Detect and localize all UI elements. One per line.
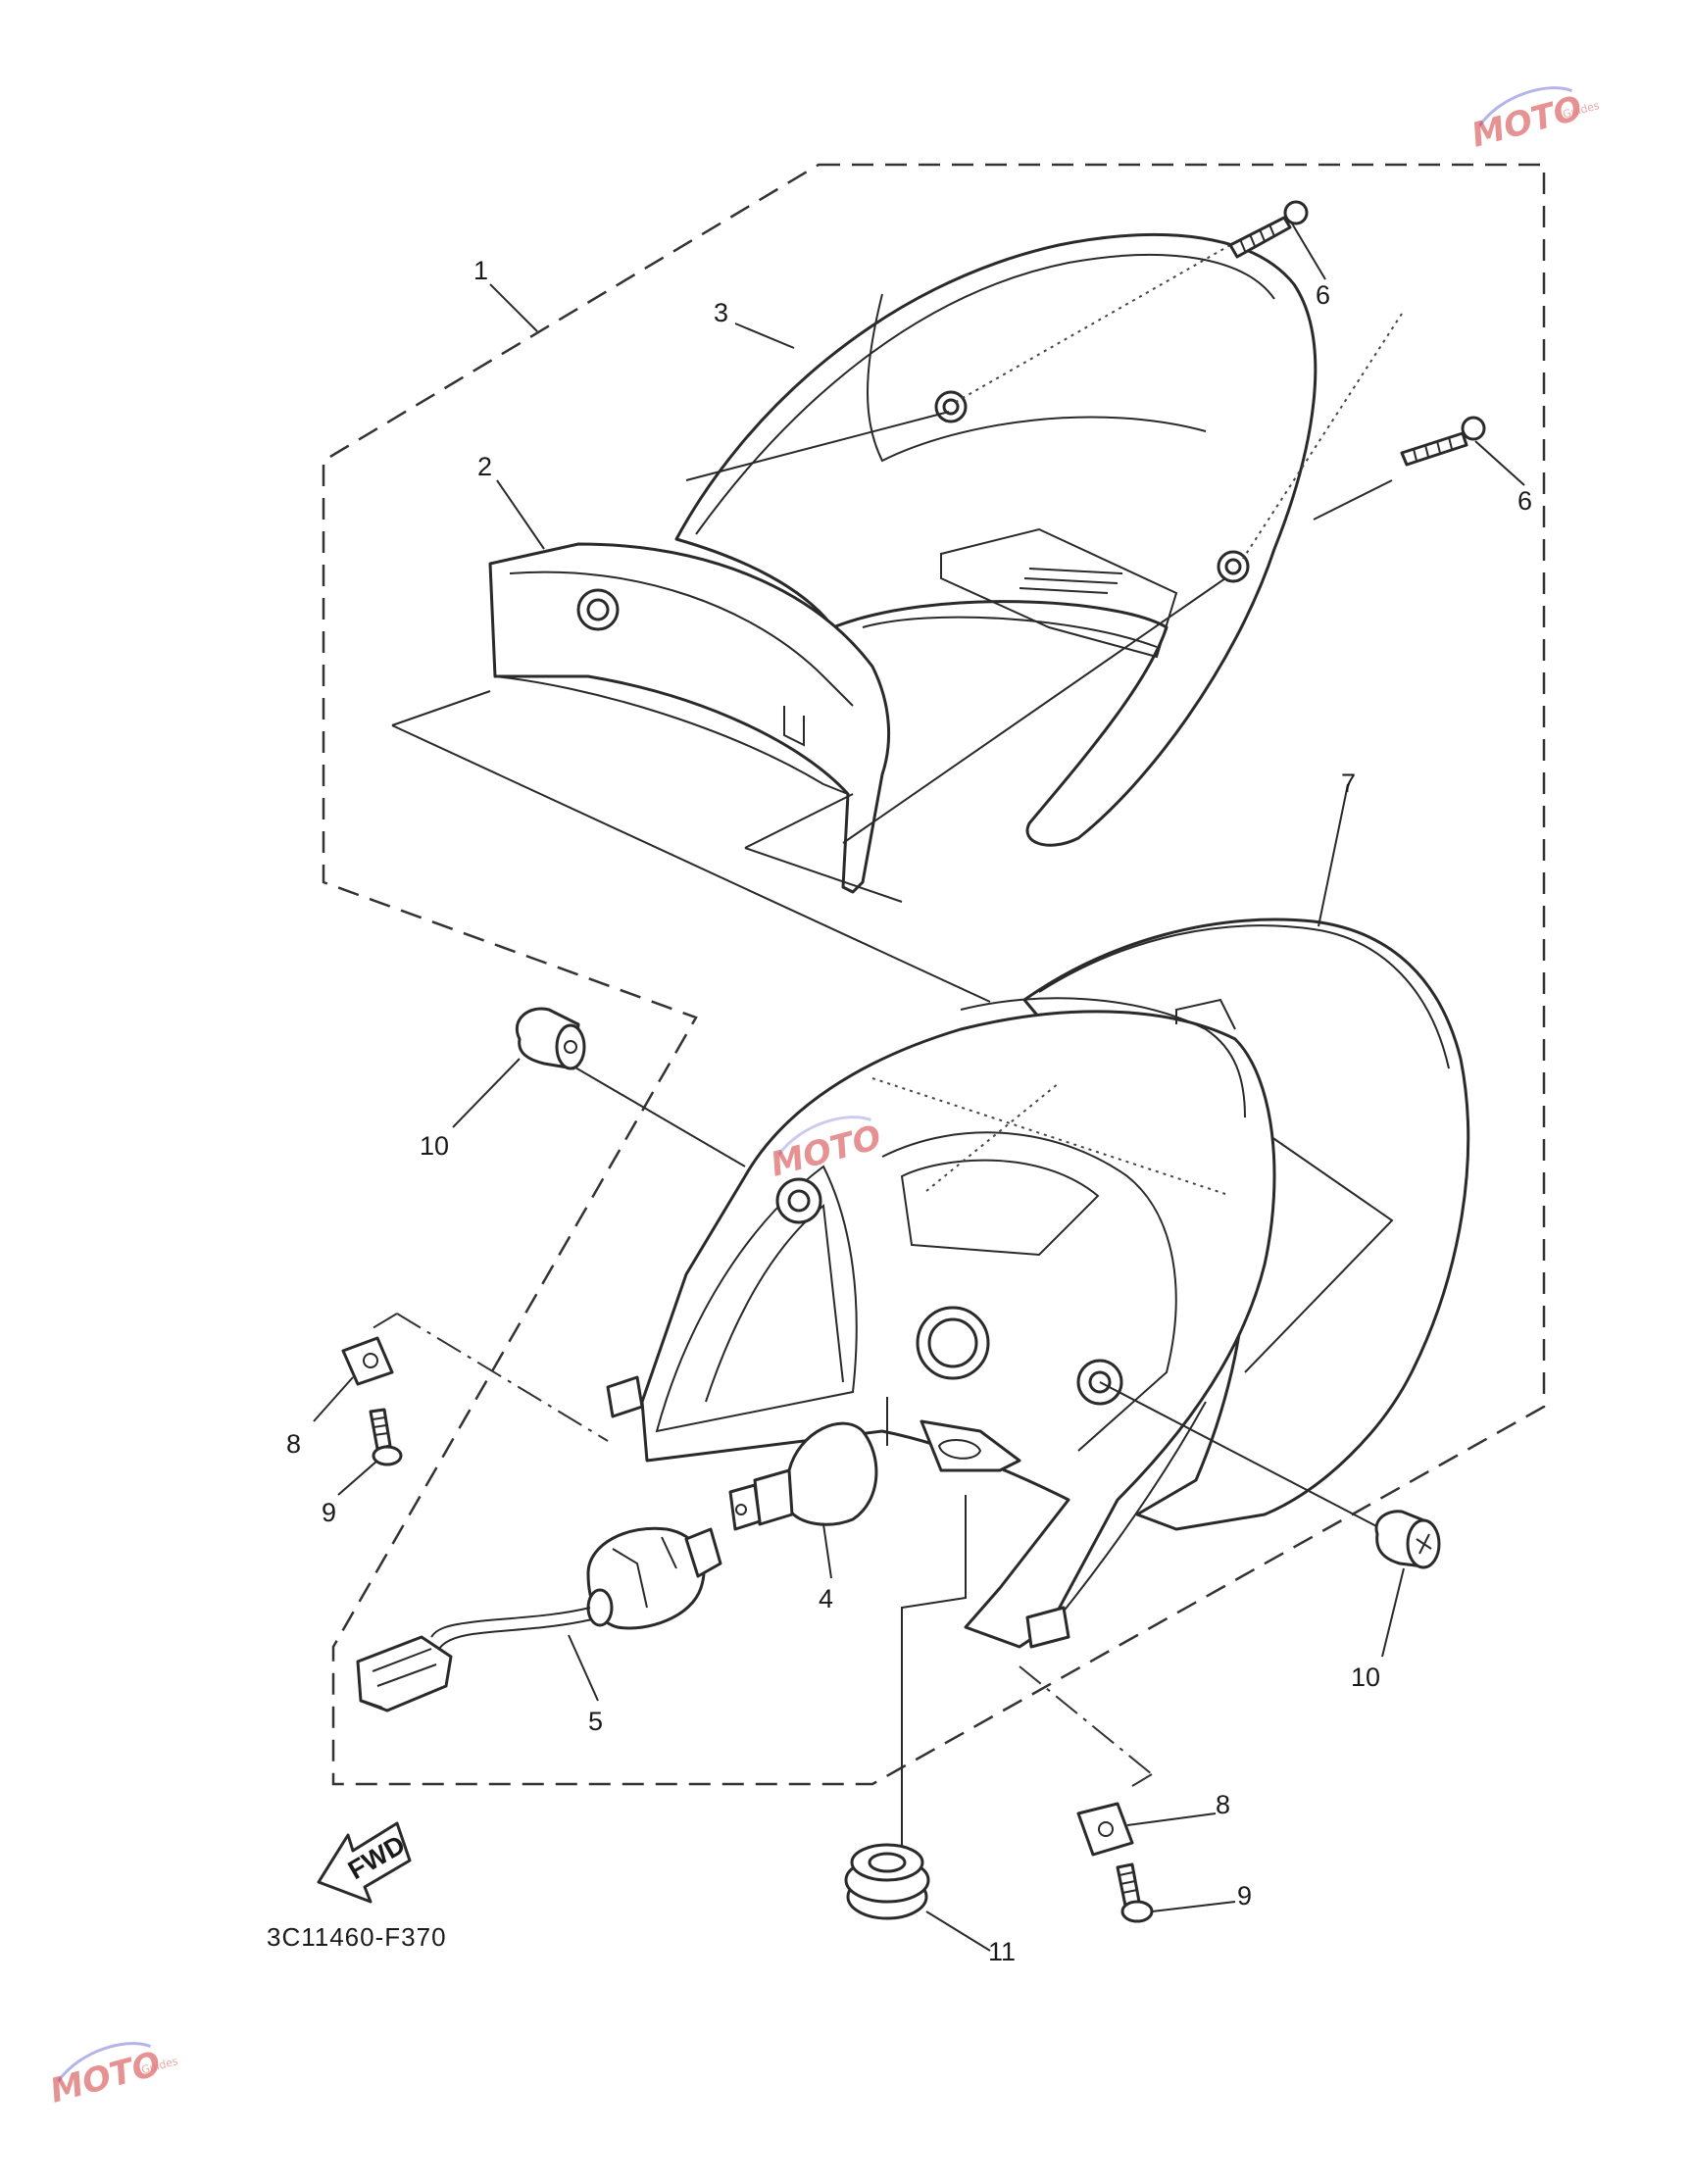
chain-line-8b — [1019, 1665, 1153, 1787]
part-8-nut-left — [341, 1336, 394, 1386]
part-10-grommet-left — [515, 1007, 586, 1070]
callout-6a: 6 — [1316, 280, 1330, 310]
part-5-socket-harness — [356, 1526, 722, 1712]
part-6-screw-top — [1228, 200, 1309, 259]
part-2-lens — [488, 542, 890, 894]
callout-10a: 10 — [420, 1131, 449, 1161]
leader-upper-6 — [685, 411, 950, 481]
part-3-lens — [674, 233, 1318, 847]
part-8-nut-right — [1076, 1802, 1134, 1857]
watermark-logo-bottom: MOTO Guides — [46, 2042, 179, 2111]
leader-8a — [313, 1376, 354, 1422]
callout-10b: 10 — [1351, 1663, 1380, 1692]
callout-7: 7 — [1341, 769, 1356, 798]
diagram-code: 3C11460-F370 — [267, 1922, 447, 1952]
watermark-logo-top: MOTO Guides — [1467, 86, 1601, 156]
callout-5: 5 — [588, 1707, 603, 1736]
leader-6b-bar — [1313, 479, 1393, 521]
leader-10b-line — [1099, 1381, 1383, 1530]
leader-6b — [1474, 440, 1525, 486]
leader-1 — [489, 283, 538, 332]
callout-8a: 8 — [286, 1429, 301, 1459]
part-6-screw-right — [1400, 416, 1486, 467]
part-4-bulb — [728, 1421, 878, 1531]
part-10-grommet-right — [1374, 1510, 1441, 1569]
chain-line-8a — [372, 1313, 609, 1442]
leader-upper-2 — [391, 690, 491, 726]
leader-10a — [452, 1058, 521, 1128]
leader-10a-line — [568, 1063, 746, 1167]
callout-6b: 6 — [1517, 486, 1532, 516]
callout-3: 3 — [714, 298, 728, 327]
dotted-6a — [955, 244, 1231, 403]
callout-2: 2 — [477, 452, 492, 481]
leader-3 — [734, 323, 795, 349]
leader-2 — [496, 479, 545, 550]
leader-upper-5 — [842, 577, 1226, 844]
leader-7 — [1318, 783, 1349, 927]
callout-9b: 9 — [1237, 1881, 1252, 1911]
svg-text:MOTO: MOTO — [46, 2044, 165, 2110]
part-7-housing — [606, 918, 1470, 1649]
callout-11: 11 — [988, 1937, 1016, 1966]
dotted-6b — [1242, 313, 1403, 560]
fwd-arrow-icon: FWD — [317, 1821, 412, 1904]
callout-1: 1 — [473, 256, 488, 285]
leader-upper-1 — [391, 724, 991, 1003]
part-9-screw-left — [369, 1408, 403, 1466]
svg-text:MOTO: MOTO — [1467, 88, 1586, 155]
callout-4: 4 — [819, 1584, 833, 1613]
part-9-screw-right — [1116, 1862, 1154, 1923]
callout-8b: 8 — [1216, 1790, 1230, 1819]
leader-9a — [337, 1460, 378, 1496]
leader-9b — [1151, 1901, 1236, 1912]
leader-8b — [1126, 1812, 1217, 1826]
leader-upper-3 — [744, 793, 854, 849]
callout-9a: 9 — [322, 1498, 336, 1527]
leader-5 — [568, 1634, 599, 1702]
leader-10b — [1381, 1567, 1405, 1658]
leader-upper-4 — [744, 847, 903, 903]
leader-11-line — [901, 1495, 967, 1858]
leader-4 — [822, 1523, 832, 1579]
assembly-1-boundary — [322, 163, 1546, 1786]
leader-11 — [925, 1911, 991, 1952]
part-11-grommet — [844, 1843, 930, 1920]
dotted-housing — [871, 1077, 1226, 1195]
leader-6a — [1291, 223, 1326, 280]
